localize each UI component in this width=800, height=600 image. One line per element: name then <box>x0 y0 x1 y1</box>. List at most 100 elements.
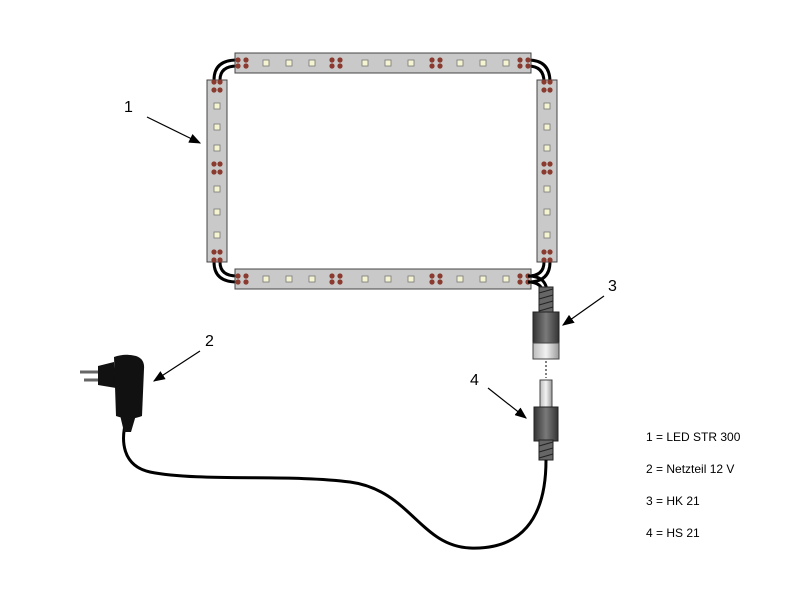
legend-item-4: 4 = HS 21 <box>646 526 700 540</box>
solder-pad <box>517 57 523 63</box>
power-cable <box>122 417 548 550</box>
led-chip <box>285 59 293 67</box>
led-chip <box>361 275 369 283</box>
solder-pad <box>541 79 547 85</box>
solder-pad <box>517 63 523 69</box>
legend-item-2: 2 = Netzteil 12 V <box>646 462 735 476</box>
solder-pad <box>211 257 217 263</box>
strip-base <box>536 79 558 263</box>
solder-pad <box>337 279 343 285</box>
solder-pad <box>525 57 531 63</box>
led-chip <box>502 59 510 67</box>
led-chip <box>543 123 551 131</box>
solder-pad <box>211 79 217 85</box>
led-chip <box>543 185 551 193</box>
solder-pad <box>525 63 531 69</box>
led-chip <box>262 275 270 283</box>
solder-pad <box>437 57 443 63</box>
callout-1: 1 <box>124 99 133 116</box>
solder-pad <box>437 273 443 279</box>
led-chip <box>502 275 510 283</box>
solder-pad <box>547 169 553 175</box>
led-chip <box>543 208 551 216</box>
solder-pad <box>429 273 435 279</box>
led-chip <box>213 208 221 216</box>
corner-cables <box>212 58 552 284</box>
led-chip <box>543 102 551 110</box>
led-strip-right <box>536 79 558 263</box>
strip-base <box>234 52 532 74</box>
led-strip-bottom <box>234 268 532 290</box>
solder-pad <box>211 87 217 93</box>
led-chip <box>543 231 551 239</box>
solder-pad <box>329 279 335 285</box>
solder-pad <box>517 279 523 285</box>
solder-pad <box>541 249 547 255</box>
solder-pad <box>211 249 217 255</box>
led-chip <box>213 144 221 152</box>
solder-pad <box>337 273 343 279</box>
solder-pad <box>243 279 249 285</box>
callout-arrows <box>146 116 605 419</box>
solder-pad <box>329 63 335 69</box>
led-chip <box>407 59 415 67</box>
led-chip <box>384 59 392 67</box>
solder-pad <box>547 249 553 255</box>
solder-pad <box>217 257 223 263</box>
power-supply <box>80 354 145 432</box>
led-chip <box>213 123 221 131</box>
connector-hs21 <box>533 379 559 461</box>
solder-pad <box>541 257 547 263</box>
solder-pad <box>547 257 553 263</box>
solder-pad <box>517 273 523 279</box>
solder-pad <box>429 63 435 69</box>
led-chip <box>285 275 293 283</box>
callout-4: 4 <box>470 372 479 389</box>
led-chip <box>543 144 551 152</box>
led-chip <box>213 102 221 110</box>
led-strip-left <box>206 79 228 263</box>
led-chip <box>308 59 316 67</box>
solder-pad <box>429 279 435 285</box>
solder-pad <box>337 63 343 69</box>
solder-pad <box>437 279 443 285</box>
solder-pad <box>547 79 553 85</box>
solder-pad <box>437 63 443 69</box>
solder-pad <box>243 273 249 279</box>
solder-pad <box>547 87 553 93</box>
led-chip <box>213 231 221 239</box>
connector-hk21 <box>532 286 560 360</box>
strip-base <box>206 79 228 263</box>
solder-pad <box>235 273 241 279</box>
solder-pad <box>217 161 223 167</box>
solder-pad <box>211 169 217 175</box>
led-chip <box>456 59 464 67</box>
solder-pad <box>217 79 223 85</box>
solder-pad <box>329 57 335 63</box>
solder-pad <box>541 87 547 93</box>
led-chip <box>456 275 464 283</box>
solder-pad <box>235 279 241 285</box>
led-chip <box>213 185 221 193</box>
legend-item-1: 1 = LED STR 300 <box>646 430 741 444</box>
solder-pad <box>541 161 547 167</box>
led-strip-top <box>234 52 532 74</box>
solder-pad <box>217 169 223 175</box>
led-chip <box>361 59 369 67</box>
solder-pad <box>235 57 241 63</box>
solder-pad <box>235 63 241 69</box>
solder-pad <box>243 57 249 63</box>
solder-pad <box>217 249 223 255</box>
solder-pad <box>541 169 547 175</box>
solder-pad <box>243 63 249 69</box>
solder-pad <box>217 87 223 93</box>
legend: 1 = LED STR 300 2 = Netzteil 12 V 3 = HK… <box>646 428 740 556</box>
solder-pad <box>211 161 217 167</box>
callout-3: 3 <box>608 278 617 295</box>
led-chip <box>407 275 415 283</box>
solder-pad <box>329 273 335 279</box>
solder-pad <box>547 161 553 167</box>
led-chip <box>384 275 392 283</box>
solder-pad <box>429 57 435 63</box>
